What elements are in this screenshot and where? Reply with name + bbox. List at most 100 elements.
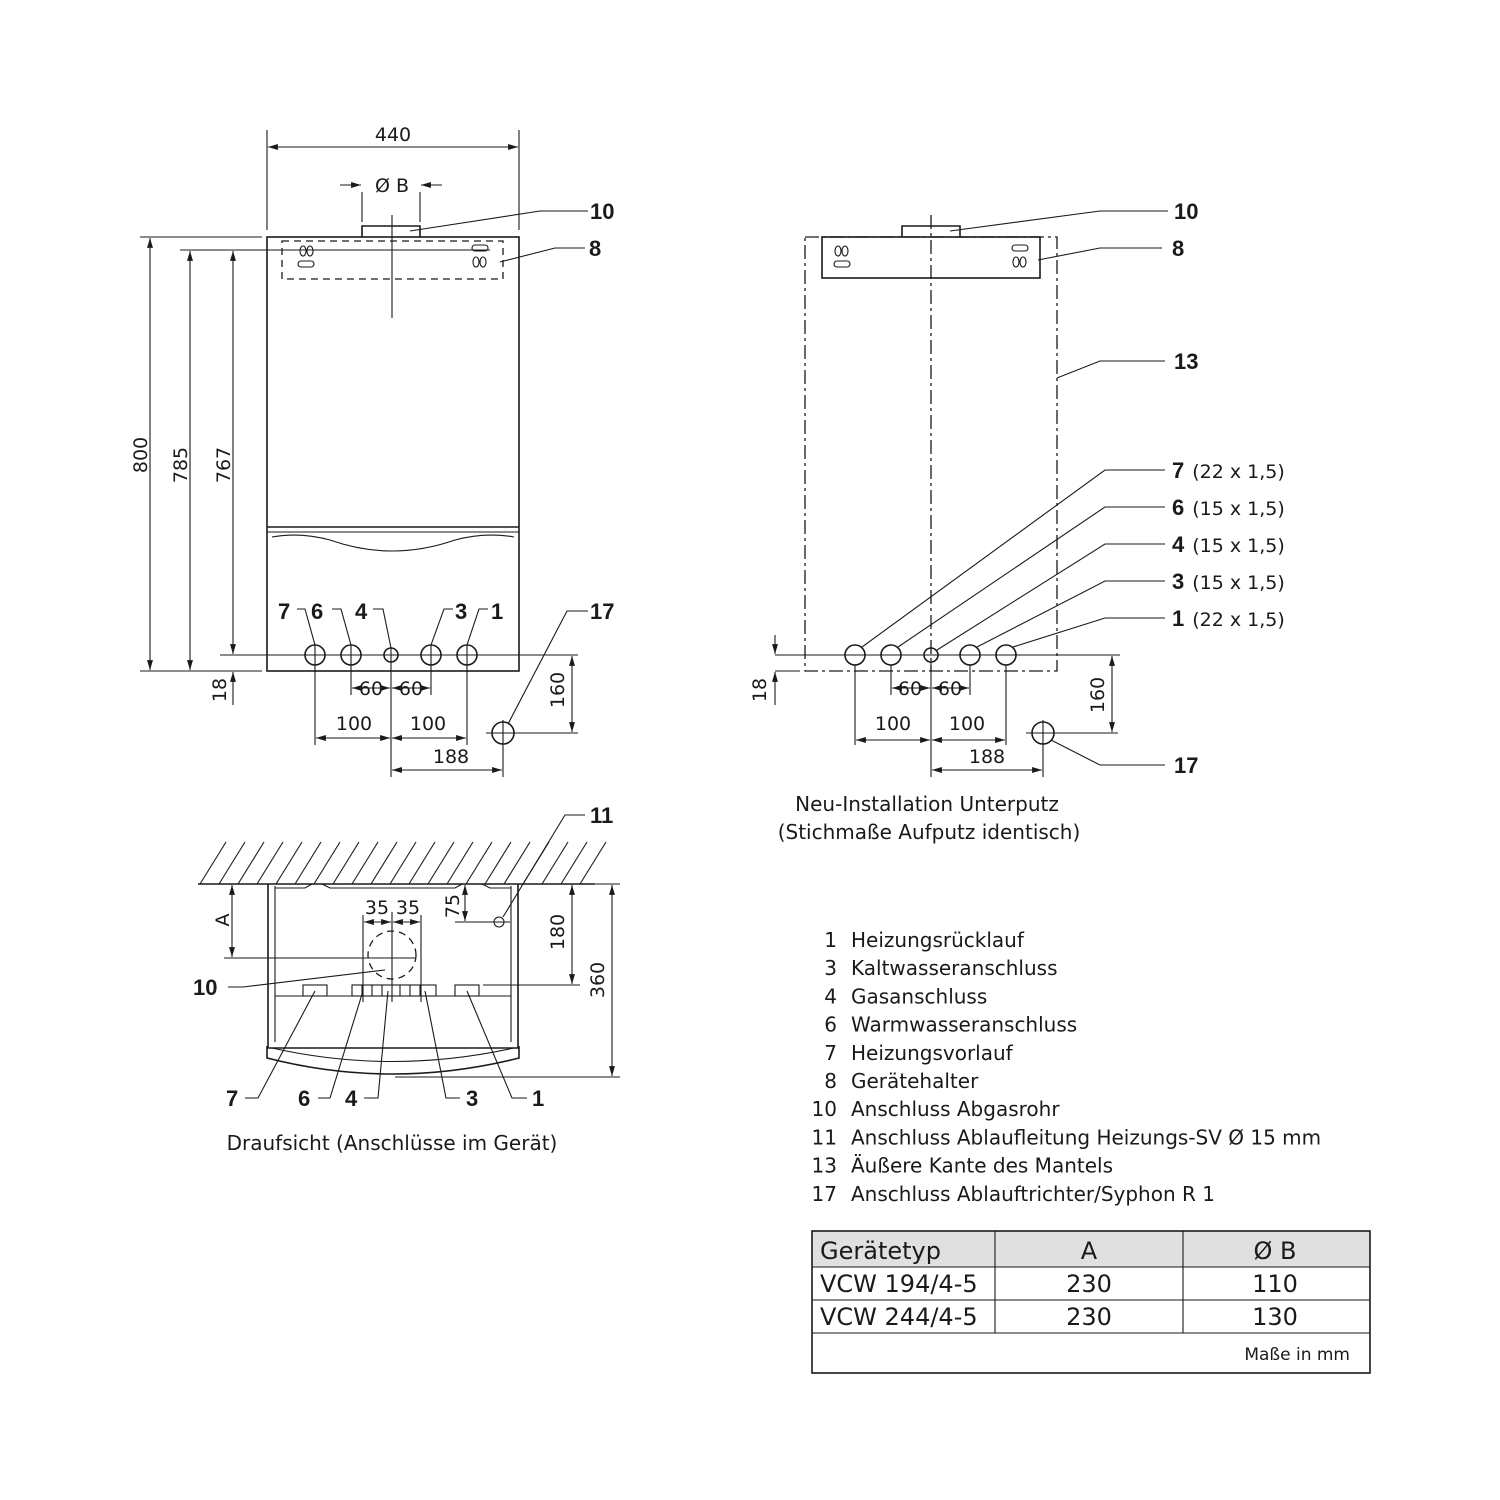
callout-3: 3 [466,1086,478,1111]
legend-number: 3 [824,956,837,980]
connection-7: 7(22 x 1,5) [1172,458,1285,483]
callout-1: 1 [532,1086,544,1111]
cell-b: 130 [1252,1303,1298,1331]
hatch-line [256,841,284,885]
dim-188: 188 [433,746,469,768]
dim-160: 160 [547,672,569,708]
cell-a: 230 [1066,1270,1112,1298]
control-panel-curve [271,534,515,552]
hatch-line [389,841,417,885]
legend-text: Gerätehalter [851,1069,979,1093]
legend-number: 13 [812,1154,837,1178]
cell-type: VCW 244/4-5 [820,1303,978,1331]
device-outline-top [267,884,519,1049]
table-header-b: Ø B [1254,1237,1297,1265]
dim-60-right: 60 [399,678,423,700]
callout-11: 11 [590,803,613,828]
legend-text: Anschluss Ablaufleitung Heizungs-SV Ø 15… [851,1125,1321,1149]
legend: 1 Heizungsrücklauf 3 Kaltwasseranschluss 4 Ga… [812,928,1322,1206]
callout-8: 8 [1172,236,1184,261]
dim-75: 75 [442,894,464,918]
hatch-line [332,841,360,885]
legend-text: Heizungsrücklauf [851,928,1025,952]
hatch-line [275,841,303,885]
callout-6: 6 [298,1086,310,1111]
dim-100-right: 100 [949,713,985,735]
callout-17: 17 [590,599,614,624]
dim-188: 188 [969,746,1005,768]
dim-offset-18: 18 [209,678,231,702]
legend-text: Warmwasseranschluss [851,1013,1077,1037]
dim-35-left: 35 [365,897,389,919]
hatch-line [560,841,588,885]
mounting-holes [297,244,489,268]
legend-number: 10 [812,1097,837,1121]
callout-7: 7 [226,1086,238,1111]
hatch-line [370,841,398,885]
legend-number: 1 [824,928,837,952]
front-view: 440 Ø B 10 8 800 785 767 18 [130,124,614,777]
dim-60-right: 60 [938,678,962,700]
dim-100-left: 100 [875,713,911,735]
flue-stub [361,225,421,237]
callout-6: 6 [311,599,323,624]
legend-number: 8 [824,1069,837,1093]
legend-text: Äußere Kante des Mantels [851,1154,1113,1178]
device-outline [266,236,520,672]
connection-labels: 7(22 x 1,5) 6(15 x 1,5) 4(15 x 1,5) 3(15… [1172,458,1285,631]
legend-text: Kaltwasseranschluss [851,956,1058,980]
dim-35-right: 35 [396,897,420,919]
callout-10: 10 [590,199,614,224]
install-caption-line1: Neu-Installation Unterputz [795,792,1059,816]
hatch-line [294,841,322,885]
device-table: Gerätetyp A Ø B VCW 194/4-5 230 110 VCW … [811,1230,1371,1374]
hatch-line [218,841,246,885]
legend-text: Heizungsvorlauf [851,1041,1014,1065]
cell-type: VCW 194/4-5 [820,1270,978,1298]
legend-number: 4 [824,984,837,1008]
mounting-bracket [281,240,504,280]
callout-10: 10 [1174,199,1198,224]
table-row: VCW 194/4-5 230 110 [820,1270,1298,1298]
hatch-line [199,841,227,885]
legend-text: Gasanschluss [851,984,987,1008]
dim-160: 160 [1087,677,1109,713]
callout-1: 1 [491,599,503,624]
hatch-line [427,841,455,885]
hatch-line [484,841,512,885]
top-view-caption: Draufsicht (Anschlüsse im Gerät) [227,1131,558,1155]
legend-number: 11 [812,1125,837,1149]
table-header-type: Gerätetyp [820,1237,941,1265]
dim-180: 180 [547,914,569,950]
hatch-line [465,841,493,885]
callout-3: 3 [455,599,467,624]
callout-10: 10 [193,975,217,1000]
callout-4: 4 [355,599,368,624]
fittings-row [302,984,480,997]
dim-a: A [212,914,234,927]
table-header-a: A [1081,1237,1098,1265]
hatch-line [503,841,531,885]
legend-number: 7 [824,1041,837,1065]
callout-13: 13 [1174,349,1198,374]
dim-width: 440 [375,124,411,146]
legend-number: 17 [812,1182,837,1206]
callout-4: 4 [345,1086,358,1111]
cell-b: 110 [1252,1270,1298,1298]
callout-7: 7 [278,599,290,624]
dim-60-left: 60 [359,678,383,700]
table-footer-units: Maße in mm [1244,1345,1350,1365]
connection-4: 4(15 x 1,5) [1172,532,1285,557]
table-header-bg [812,1231,1370,1267]
hatch-line [541,841,569,885]
install-caption-line2: (Stichmaße Aufputz identisch) [778,820,1081,844]
hatch-line [313,841,341,885]
dim-offset-18: 18 [749,678,771,702]
hatch-line [237,841,265,885]
hatch-line [579,841,607,885]
hatch-line [408,841,436,885]
dim-100-left: 100 [336,713,372,735]
connection-6: 6(15 x 1,5) [1172,495,1285,520]
connection-3: 3(15 x 1,5) [1172,569,1285,594]
